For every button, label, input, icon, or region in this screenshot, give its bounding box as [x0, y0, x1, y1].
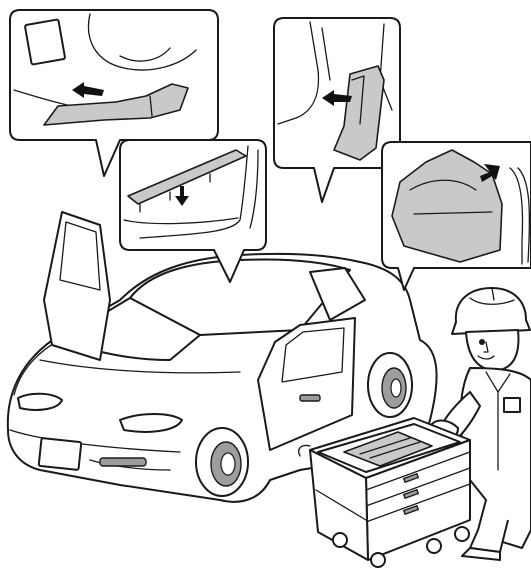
mechanic-face	[466, 330, 518, 370]
headlight-left	[18, 394, 62, 410]
callout-rear-quarter-trim	[382, 142, 531, 290]
license-plate	[39, 438, 82, 470]
cart-wheel-2	[371, 553, 385, 567]
cart-wheel-4	[455, 527, 469, 541]
cart-wheel-1	[333, 533, 347, 547]
cart-wheel-3	[427, 539, 441, 553]
helmet	[452, 288, 530, 334]
